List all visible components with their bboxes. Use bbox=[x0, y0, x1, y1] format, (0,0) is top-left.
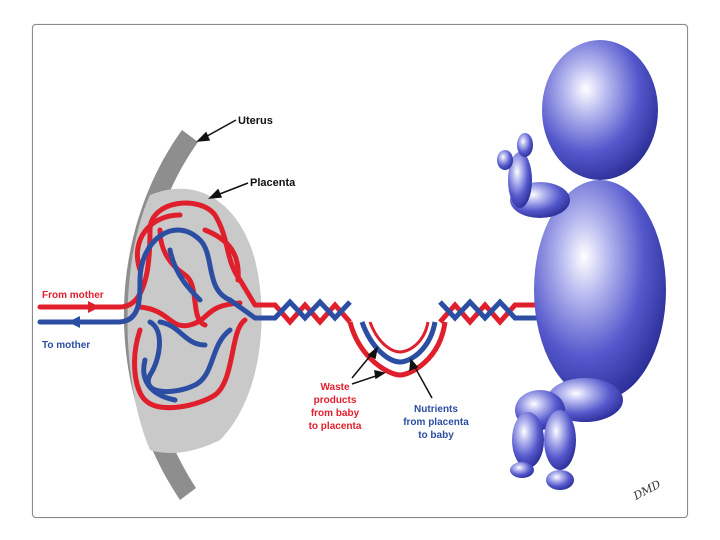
uterus-label: Uterus bbox=[238, 115, 273, 127]
from-mother-label: From mother bbox=[42, 290, 104, 301]
waste-label-line-4: to placenta bbox=[309, 421, 362, 432]
nutrients-label-line-2: from placenta bbox=[403, 417, 469, 428]
umbilical-cord-left bbox=[255, 302, 350, 322]
waste-label-line-2: products bbox=[314, 395, 357, 406]
artist-signature: DMD bbox=[630, 478, 663, 504]
from-mother-arrowhead bbox=[88, 301, 100, 313]
nutrients-label-line-1: Nutrients bbox=[414, 404, 458, 415]
waste-label-line-3: from baby bbox=[311, 408, 360, 419]
baby-figure bbox=[497, 40, 666, 490]
waste-label-line-1: Waste bbox=[320, 382, 350, 393]
umbilical-cord-right bbox=[440, 302, 545, 322]
to-mother-label: To mother bbox=[42, 340, 90, 351]
waste-products-label: Waste products from baby to placenta bbox=[309, 382, 362, 432]
placenta-label: Placenta bbox=[250, 177, 296, 189]
nutrients-label-line-3: to baby bbox=[418, 430, 454, 441]
nutrients-label: Nutrients from placenta to baby bbox=[403, 404, 469, 441]
to-mother-arrowhead bbox=[68, 316, 80, 328]
